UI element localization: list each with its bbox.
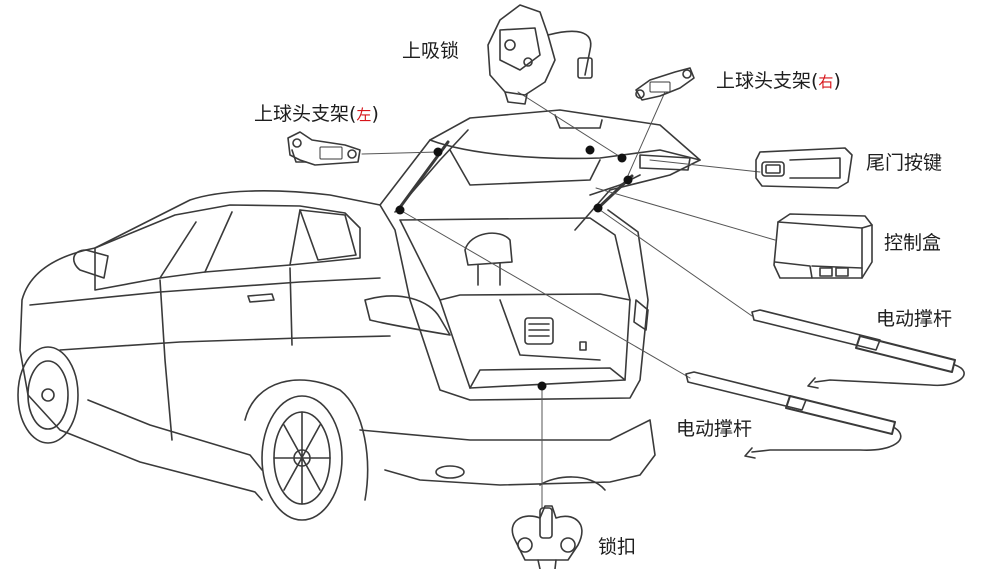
left-bracket-part	[287, 131, 361, 166]
label-left-close-paren: )	[371, 103, 379, 125]
latch-striker-part	[511, 505, 583, 569]
label-tailgate-button: 尾门按键	[866, 152, 943, 174]
label-upper-lock: 上吸锁	[402, 40, 460, 62]
power-strut-2-part	[685, 371, 902, 459]
car-illustration	[17, 190, 656, 521]
label-left-mark: 左	[356, 106, 372, 124]
label-power-strut-2: 电动撑杆	[676, 418, 753, 440]
label-latch-striker: 锁扣	[598, 536, 637, 558]
label-right-mark: 右	[818, 73, 834, 91]
label-control-box: 控制盒	[884, 232, 942, 254]
control-box-part	[773, 213, 873, 279]
tailgate-button-part	[755, 147, 853, 189]
label-ball-bracket-left-text: 上球头支架(	[254, 103, 357, 125]
right-bracket-part	[635, 67, 695, 101]
leader-lines	[361, 91, 776, 509]
upper-lock-part	[487, 4, 593, 105]
label-power-strut-1: 电动撑杆	[876, 308, 953, 330]
label-ball-bracket-left: 上球头支架(左)	[254, 105, 379, 124]
label-ball-bracket-right: 上球头支架(右)	[716, 72, 841, 91]
label-ball-bracket-right-text: 上球头支架(	[716, 70, 819, 92]
power-strut-1-part	[751, 309, 965, 389]
label-right-close-paren: )	[833, 70, 841, 92]
connection-dots	[395, 145, 633, 391]
